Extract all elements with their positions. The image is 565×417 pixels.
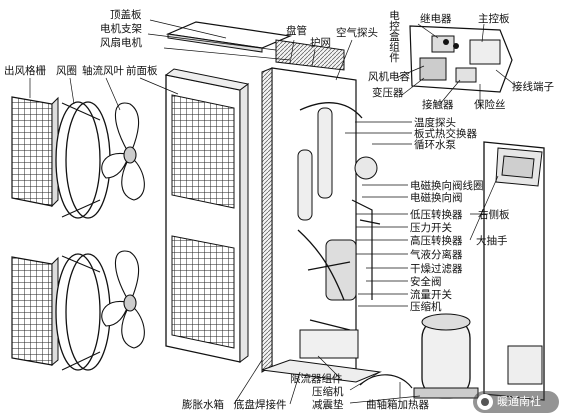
right-side-panel xyxy=(483,141,545,401)
coil-and-frame xyxy=(261,39,381,379)
label-compressor-top: 压缩机 xyxy=(410,300,442,313)
label-low-pressure-converter: 低压转换器 xyxy=(410,208,463,221)
label-fuse: 保险丝 xyxy=(474,98,506,111)
label-transformer: 变压器 xyxy=(372,86,404,99)
label-safety-valve: 安全阀 xyxy=(410,275,442,288)
label-terminal-block: 接线端子 xyxy=(512,80,554,93)
labels: 顶盖板 电机支架 风扇电机 盘管 护网 空气探头 电控盒组件 继电器 主控板 出… xyxy=(4,8,554,411)
compressor xyxy=(413,313,479,399)
label-contactor: 接触器 xyxy=(422,98,454,111)
label-solenoid-valve: 电磁换向阀 xyxy=(410,191,463,204)
leader-lines xyxy=(29,19,517,405)
label-base-pan-weld: 底盘焊接件 xyxy=(234,398,287,411)
label-solenoid-coil: 电磁换向阀线圈 xyxy=(410,179,484,192)
label-restrictor-group: 限流器组件 xyxy=(290,372,343,385)
control-box xyxy=(409,25,513,93)
label-axial-fan-blade: 轴流风叶 xyxy=(82,64,124,77)
label-pressure-switch: 压力开关 xyxy=(410,221,452,234)
outlet-grille-top xyxy=(11,96,59,208)
circulation-pump-body xyxy=(354,156,378,180)
watermark-badge: 暖通南社 xyxy=(473,391,559,413)
fan-ring-top xyxy=(55,101,111,219)
axial-fan-blade-top xyxy=(101,102,145,201)
label-fan-capacitor: 风机电容 xyxy=(368,70,410,83)
top-cover xyxy=(165,21,293,53)
label-right-side-panel: 右侧板 xyxy=(478,208,510,221)
label-guard-net: 护网 xyxy=(310,36,331,49)
label-temp-probe: 温度探头 xyxy=(414,116,456,129)
label-air-probe: 空气探头 xyxy=(336,26,378,39)
label-crankcase-heater: 曲轴箱加热器 xyxy=(366,398,429,411)
label-relay: 继电器 xyxy=(420,12,452,25)
label-expansion-tank: 膨胀水箱 xyxy=(182,398,224,411)
gas-liquid-separator-body xyxy=(325,239,357,301)
label-main-board: 主控板 xyxy=(478,12,510,25)
label-plate-heat-exchanger: 板式热交换器 xyxy=(414,127,477,140)
label-compressor-bottom: 压缩机 xyxy=(312,385,344,398)
wechat-logo-icon xyxy=(477,394,493,410)
watermark-text: 暖通南社 xyxy=(497,395,541,408)
front-panel xyxy=(164,68,250,363)
label-coil-pipe: 盘管 xyxy=(286,24,307,37)
label-drying-filter: 干燥过滤器 xyxy=(410,262,463,275)
label-fan-ring: 风圈 xyxy=(56,65,77,77)
label-front-panel: 前面板 xyxy=(126,64,158,77)
label-flow-switch: 流量开关 xyxy=(410,288,452,301)
axial-fan-blade-bottom xyxy=(101,250,145,349)
fan-ring-bottom xyxy=(55,253,111,371)
label-fan-motor: 风扇电机 xyxy=(100,36,142,49)
label-damping-pad: 减震垫 xyxy=(312,398,344,411)
label-outlet-grille: 出风格栅 xyxy=(4,64,46,77)
label-gas-liquid-separator: 气液分离器 xyxy=(410,248,463,261)
label-high-pressure-converter: 高压转换器 xyxy=(410,234,463,247)
label-control-box-group: 电控盒组件 xyxy=(388,9,400,63)
label-top-cover: 顶盖板 xyxy=(110,8,142,21)
label-big-handle: 大抽手 xyxy=(476,234,508,247)
outlet-grille-bottom xyxy=(11,256,59,367)
label-circulation-pump: 循环水泵 xyxy=(414,138,456,151)
label-motor-bracket: 电机支架 xyxy=(100,22,142,35)
plate-heat-exchanger-body xyxy=(317,107,333,199)
